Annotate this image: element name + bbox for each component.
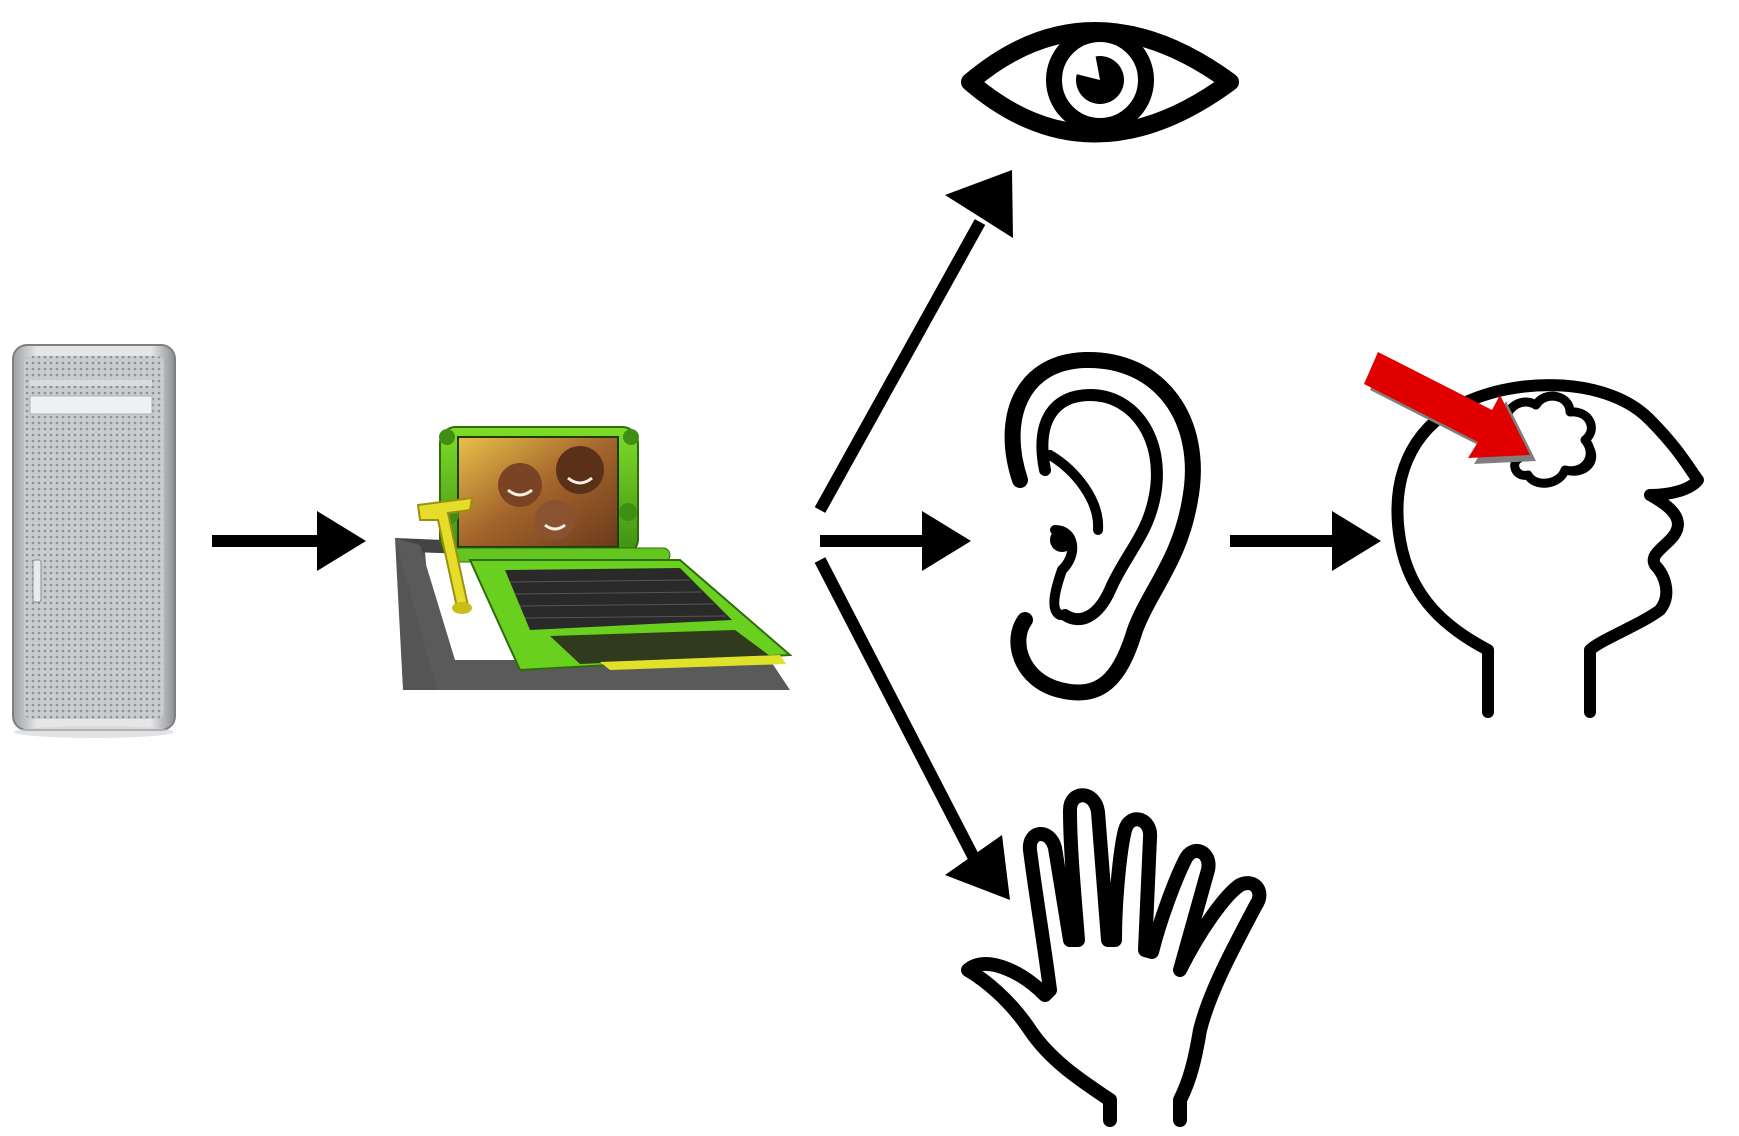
xo-laptop-icon	[395, 426, 793, 690]
brain-pointer-arrow-icon	[1364, 352, 1536, 464]
ear-icon	[1004, 351, 1201, 701]
eye-icon	[961, 22, 1239, 143]
arrow-laptop-to-ear	[820, 511, 971, 571]
server-tower-icon	[12, 344, 176, 738]
head-with-brain-icon	[1391, 379, 1704, 718]
hand-icon	[961, 788, 1267, 1127]
arrow-server-to-laptop	[212, 511, 366, 571]
arrow-laptop-to-eye	[814, 170, 1013, 513]
arrow-laptop-to-hand	[814, 557, 1010, 900]
arrow-ear-to-head	[1230, 511, 1381, 571]
